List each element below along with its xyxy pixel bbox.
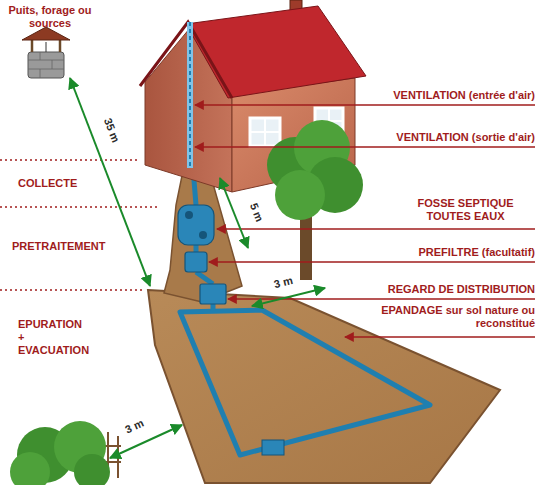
callout-label: EPANDAGE sur sol nature ou reconstitué (380, 304, 535, 330)
bush (10, 421, 121, 485)
well (22, 27, 70, 78)
callout-label: FOSSE SEPTIQUE TOUTES EAUX (398, 197, 533, 223)
zone-separators (0, 160, 160, 290)
zone-label: COLLECTE (18, 177, 77, 190)
tree (267, 120, 363, 280)
spreading-field (148, 290, 500, 483)
callout-label: PREFILTRE (facultatif) (418, 246, 535, 259)
callout-label: REGARD DE DISTRIBUTION (388, 283, 535, 296)
distribution-box (200, 284, 226, 304)
leader-lines (195, 105, 535, 337)
zone-label: PRETRAITEMENT (12, 240, 106, 253)
dimension-label: 35 m (101, 116, 122, 144)
dimension-lines (70, 78, 325, 458)
callout-label: VENTILATION (sortie d'air) (396, 131, 535, 144)
prefilter (185, 252, 207, 272)
callout-label: VENTILATION (entrée d'air) (393, 89, 535, 102)
dimension-label: 5 m (246, 201, 265, 223)
source-label: Puits, forage ou sources (5, 4, 95, 30)
dimension-label: 3 m (123, 416, 146, 436)
septic-tank (178, 205, 214, 245)
zone-label: EPURATION + EVACUATION (18, 318, 89, 357)
dimension-label: 3 m (272, 273, 294, 290)
